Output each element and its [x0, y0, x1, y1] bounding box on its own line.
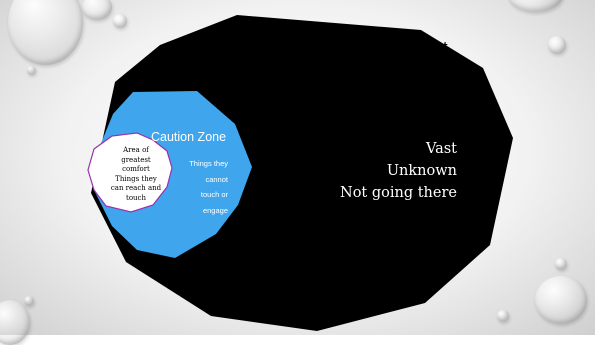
caution-zone-line: engage: [176, 203, 228, 219]
comfort-zone-line: comfort: [100, 165, 172, 175]
zones-diagram: [0, 0, 595, 335]
comfort-zone-line: greatest: [100, 156, 172, 166]
outer-zone-line: Not going there: [300, 182, 457, 204]
caution-zone-line: Things they: [176, 156, 228, 172]
outer-zone-line: Vast: [300, 138, 457, 160]
comfort-zone-label: Area of greatest comfort Things they can…: [100, 146, 172, 203]
outer-zone-label: Vast Unknown Not going there: [300, 138, 457, 204]
caution-zone-line: cannot: [176, 172, 228, 188]
comfort-zone-line: Area of: [100, 146, 172, 156]
caution-zone-line: touch or: [176, 187, 228, 203]
comfort-zone-line: can reach and: [100, 184, 172, 194]
comfort-zone-line: touch: [100, 194, 172, 204]
comfort-zone-line: Things they: [100, 175, 172, 185]
caution-zone-title: Caution Zone: [151, 130, 226, 144]
outer-zone-line: Unknown: [300, 160, 457, 182]
caution-zone-description: Things they cannot touch or engage: [176, 156, 228, 218]
